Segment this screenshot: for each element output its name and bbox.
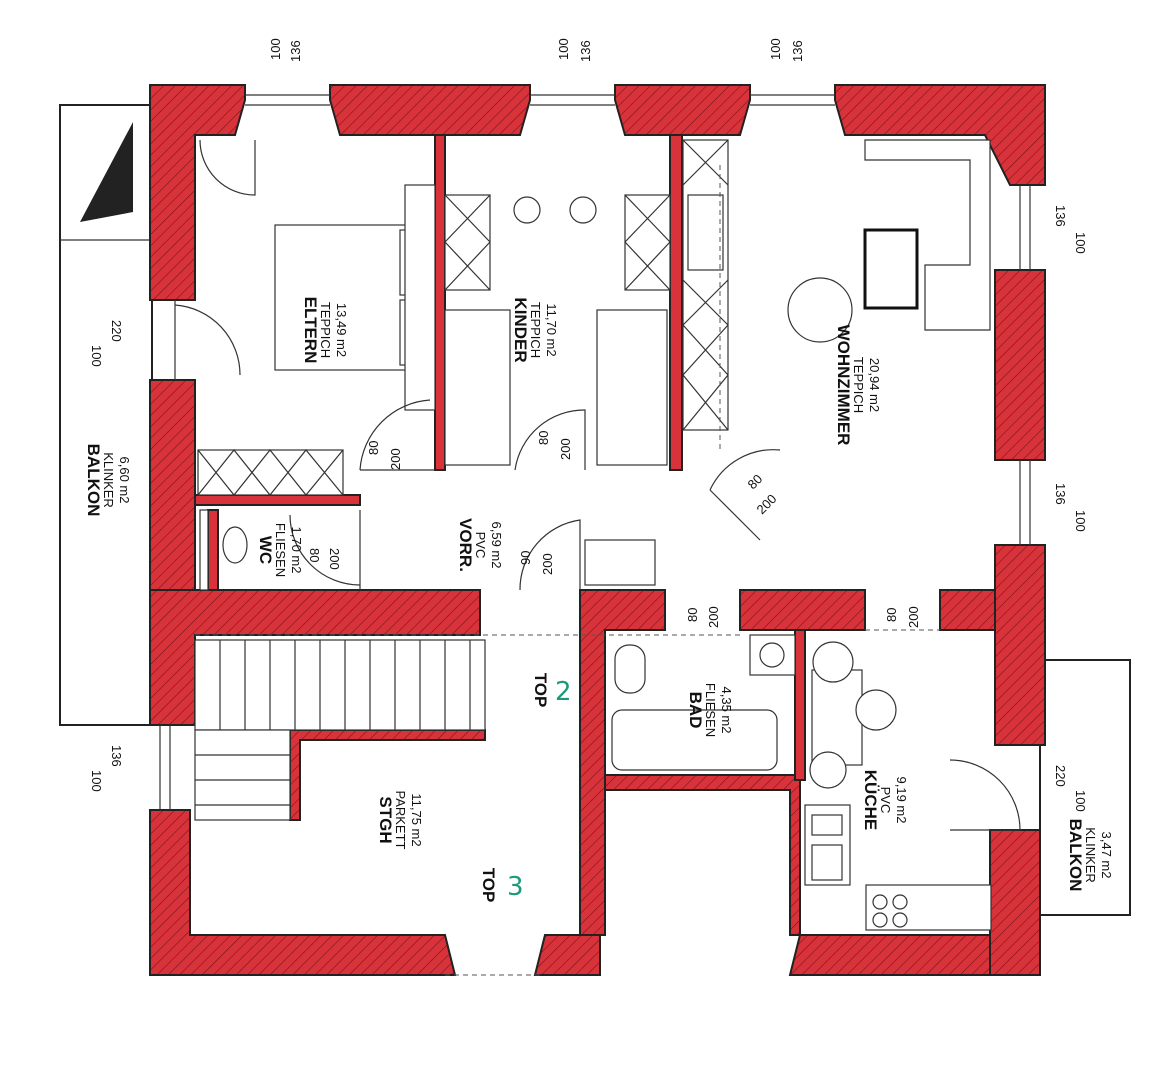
svg-text:BAD: BAD: [686, 692, 705, 729]
svg-text:136: 136: [1053, 483, 1068, 505]
room-eltern-label: ELTERN TEPPICH 13,49 m2: [301, 297, 349, 364]
svg-text:200: 200: [558, 438, 573, 460]
svg-text:20,94 m2: 20,94 m2: [867, 358, 882, 412]
furniture: [194, 139, 992, 931]
svg-text:80: 80: [685, 608, 700, 622]
svg-text:4,35 m2: 4,35 m2: [719, 687, 734, 734]
balcony-left: [59, 104, 153, 726]
svg-text:13,49 m2: 13,49 m2: [334, 303, 349, 357]
svg-text:220: 220: [109, 320, 124, 342]
room-kinder-label: KINDER TEPPICH 11,70 m2: [511, 297, 559, 362]
doors: [174, 165, 1021, 976]
room-vorraum-label: VORR. PVC 6,59 m2: [456, 518, 504, 572]
svg-text:136: 136: [109, 745, 124, 767]
svg-text:200: 200: [540, 553, 555, 575]
svg-text:BALKON: BALKON: [1066, 819, 1085, 892]
svg-text:9,19 m2: 9,19 m2: [894, 777, 909, 824]
svg-text:80: 80: [366, 441, 381, 455]
svg-text:STGH: STGH: [376, 796, 395, 843]
room-bad-label: BAD FLIESEN 4,35 m2: [686, 683, 734, 737]
svg-text:136: 136: [578, 40, 593, 62]
svg-text:WC: WC: [256, 536, 275, 564]
balcony-right: [1039, 659, 1131, 916]
svg-text:90: 90: [518, 551, 533, 565]
svg-text:100: 100: [768, 38, 783, 60]
svg-text:TOP: TOP: [479, 868, 498, 903]
svg-text:100: 100: [268, 38, 283, 60]
svg-text:VORR.: VORR.: [456, 518, 475, 572]
svg-text:80: 80: [884, 608, 899, 622]
svg-text:KLINKER: KLINKER: [1083, 827, 1098, 883]
svg-text:6,60 m2: 6,60 m2: [117, 457, 132, 504]
room-wc-label: WC FLIESEN 1,70 m2: [256, 523, 304, 577]
svg-text:PARKETT: PARKETT: [393, 791, 408, 850]
top-2-marker: TOP 2: [531, 673, 572, 708]
svg-text:80: 80: [536, 431, 551, 445]
svg-text:3,47 m2: 3,47 m2: [1099, 832, 1114, 879]
svg-text:2: 2: [555, 677, 572, 707]
svg-text:KÜCHE: KÜCHE: [861, 770, 880, 830]
svg-text:136: 136: [1053, 205, 1068, 227]
svg-text:3: 3: [507, 872, 524, 902]
top-3-marker: TOP 3: [479, 868, 524, 903]
svg-text:100: 100: [556, 38, 571, 60]
svg-text:KLINKER: KLINKER: [101, 452, 116, 508]
svg-text:136: 136: [790, 40, 805, 62]
svg-text:11,75 m2: 11,75 m2: [409, 793, 424, 846]
svg-text:TEPPICH: TEPPICH: [528, 302, 543, 358]
svg-text:6,59 m2: 6,59 m2: [489, 522, 504, 569]
svg-text:80: 80: [307, 548, 322, 562]
svg-text:136: 136: [288, 40, 303, 62]
svg-text:200: 200: [327, 548, 342, 570]
svg-text:200: 200: [706, 606, 721, 628]
svg-text:TOP: TOP: [531, 673, 550, 708]
svg-text:100: 100: [89, 770, 104, 792]
windows: [159, 94, 1031, 810]
svg-text:80: 80: [745, 471, 766, 492]
room-balkon-left-label: BALKON KLINKER 6,60 m2: [84, 444, 132, 517]
svg-text:FLIESEN: FLIESEN: [703, 683, 718, 737]
room-wohnzimmer-label: WOHNZIMMER TEPPICH 20,94 m2: [834, 325, 882, 446]
svg-text:11,70 m2: 11,70 m2: [544, 303, 559, 356]
svg-text:200: 200: [754, 491, 780, 517]
svg-text:100: 100: [89, 345, 104, 367]
room-stgh-label: STGH PARKETT 11,75 m2: [376, 791, 424, 850]
room-kueche-label: KÜCHE PVC 9,19 m2: [861, 770, 909, 830]
svg-text:ELTERN: ELTERN: [301, 297, 320, 364]
svg-text:220: 220: [1053, 765, 1068, 787]
svg-text:100: 100: [1073, 790, 1088, 812]
svg-text:TEPPICH: TEPPICH: [851, 357, 866, 413]
svg-text:KINDER: KINDER: [511, 297, 530, 362]
balcony-planter: [80, 122, 133, 222]
svg-text:PVC: PVC: [878, 787, 893, 814]
svg-text:FLIESEN: FLIESEN: [273, 523, 288, 577]
dimensions: 100 136 100 136 100 136 136 100 136 100 …: [89, 38, 1088, 811]
svg-text:200: 200: [388, 448, 403, 470]
svg-text:WOHNZIMMER: WOHNZIMMER: [834, 325, 853, 446]
svg-text:100: 100: [1073, 510, 1088, 532]
svg-text:200: 200: [906, 606, 921, 628]
room-balkon-right-label: BALKON KLINKER 3,47 m2: [1066, 819, 1114, 892]
svg-text:TEPPICH: TEPPICH: [318, 302, 333, 358]
svg-text:1,70 m2: 1,70 m2: [289, 527, 304, 574]
svg-text:BALKON: BALKON: [84, 444, 103, 517]
svg-text:PVC: PVC: [473, 532, 488, 559]
svg-text:100: 100: [1073, 232, 1088, 254]
walls: [149, 84, 1046, 976]
